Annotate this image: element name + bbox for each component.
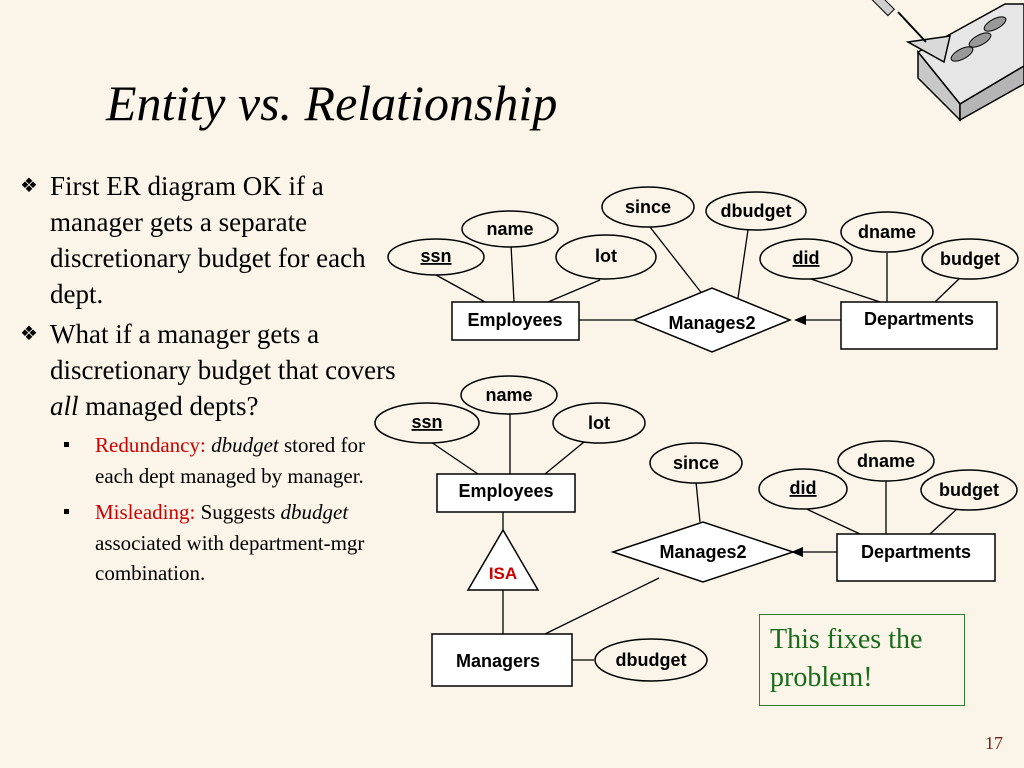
relationship-manages2-label: Manages2	[668, 313, 755, 333]
square-bullet-icon	[64, 442, 69, 447]
misleading-text: Suggests	[200, 500, 276, 524]
diagram-2: name ssn lot since dname did budget Empl…	[374, 375, 1018, 687]
isa-label: ISA	[489, 564, 517, 583]
attribute-budget-label: budget	[940, 249, 1000, 269]
attribute-lot	[555, 234, 657, 280]
entity-employees-label: Employees	[458, 481, 553, 501]
misleading-term: dbudget	[280, 500, 349, 524]
entity-employees	[451, 301, 580, 341]
attribute-name-label: name	[485, 385, 532, 405]
diamond-bullet-icon: ❖	[20, 323, 38, 345]
attribute-dname-label: dname	[857, 451, 915, 471]
arrow-head-icon	[794, 315, 806, 325]
bullet-2: ❖ What if a manager gets a discretionary…	[20, 316, 405, 424]
sub-bullet-redundancy: Redundancy: dbudget stored for each dept…	[64, 430, 405, 491]
attribute-since-label: since	[673, 453, 719, 473]
attribute-dbudget	[705, 191, 807, 231]
isa-triangle	[466, 528, 540, 591]
entity-departments-label: Departments	[864, 309, 974, 329]
attribute-lot-label: lot	[588, 413, 610, 433]
redundancy-text: stored for each dept managed by manager.	[95, 433, 366, 488]
diagram-1: ssn name lot since dbudget did dname bud…	[387, 186, 1019, 353]
bullet-1: ❖ First ER diagram OK if a manager gets …	[20, 168, 405, 312]
attribute-lot	[552, 402, 646, 444]
attribute-lot-label: lot	[595, 246, 617, 266]
attribute-did-label: did	[790, 478, 817, 498]
attribute-ssn	[387, 238, 485, 276]
attribute-ssn-label: ssn	[411, 412, 442, 432]
bullet-2-emphasis: all	[50, 391, 79, 421]
misleading-label: Misleading:	[95, 500, 196, 524]
attribute-dbudget-label: dbudget	[616, 650, 687, 670]
attribute-dname-label: dname	[858, 222, 916, 242]
attribute-dbudget-label: dbudget	[721, 201, 792, 221]
bullet-2-text: What if a manager gets a discretionary b…	[50, 319, 396, 385]
attribute-budget-label: budget	[939, 480, 999, 500]
page-number: 17	[985, 733, 1003, 753]
bullet-1-text: First ER diagram OK if a manager gets a …	[50, 171, 366, 309]
attribute-name	[460, 375, 558, 415]
entity-departments	[836, 533, 996, 582]
attribute-dbudget	[594, 638, 708, 682]
entity-managers-label: Managers	[456, 651, 540, 671]
attribute-since-label: since	[625, 197, 671, 217]
entity-employees-label: Employees	[467, 310, 562, 330]
arrow-head-icon	[791, 547, 803, 557]
slide-title: Entity vs. Relationship	[106, 75, 558, 131]
brick-trowel-icon	[871, 0, 1024, 122]
entity-departments-label: Departments	[861, 542, 971, 562]
fix-note-box: This fixes the problem!	[759, 614, 965, 706]
bullet-list: ❖ First ER diagram OK if a manager gets …	[20, 168, 405, 589]
redundancy-label: Redundancy:	[95, 433, 206, 457]
sub-bullet-misleading: Misleading: Suggests dbudget associated …	[64, 497, 405, 589]
attribute-name	[461, 210, 559, 248]
attribute-dname	[837, 440, 935, 482]
attribute-dname	[840, 211, 934, 253]
square-bullet-icon	[64, 509, 69, 514]
entity-employees	[436, 473, 576, 513]
redundancy-term: dbudget	[211, 433, 279, 457]
bullet-2-text-end: managed depts?	[78, 391, 259, 421]
relationship-manages2-label: Manages2	[659, 542, 746, 562]
attribute-budget	[921, 238, 1019, 280]
relationship-manages2	[610, 521, 796, 583]
entity-managers	[431, 633, 573, 687]
attribute-name-label: name	[486, 219, 533, 239]
misleading-text-end: associated with department-mgr combinati…	[95, 530, 365, 586]
attribute-budget	[920, 469, 1018, 511]
attribute-since	[601, 186, 695, 228]
relationship-manages2	[632, 287, 792, 353]
attribute-ssn	[374, 402, 480, 444]
diamond-bullet-icon: ❖	[20, 175, 38, 197]
attribute-did-label: did	[793, 248, 820, 268]
attribute-since	[649, 442, 743, 484]
attribute-ssn-label: ssn	[420, 246, 451, 266]
attribute-did	[759, 238, 853, 280]
entity-departments	[840, 301, 998, 350]
attribute-did	[758, 468, 848, 510]
